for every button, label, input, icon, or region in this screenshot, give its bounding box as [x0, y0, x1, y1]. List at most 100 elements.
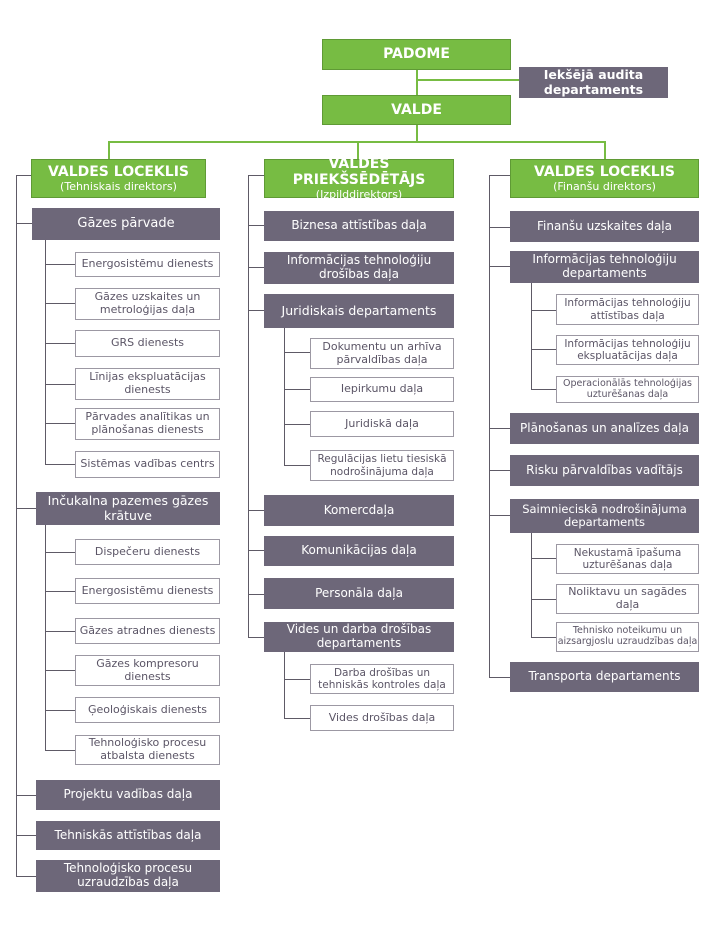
connector [531, 558, 556, 559]
subunit-label: Informācijas tehnoloģiju ekspluatācijas … [564, 337, 691, 362]
unit-box: Informācijas tehnoloģiju drošības daļa [264, 252, 454, 284]
subunit-label: Noliktavu un sagādes daļa [568, 585, 687, 611]
subunit-label: Iepirkumu daļa [340, 382, 424, 396]
connector [16, 876, 36, 877]
connector [416, 79, 520, 81]
subunit-label: Energosistēmu dienests [81, 257, 214, 271]
header-subtitle: (Finanšu direktors) [553, 179, 656, 193]
subunit-label: Dispečeru dienests [94, 544, 201, 558]
unit-label: Personāla daļa [315, 585, 403, 600]
connector [531, 389, 556, 390]
connector [284, 652, 285, 718]
connector [284, 424, 310, 425]
subunit-label: Vides drošības daļa [328, 710, 436, 724]
subunit-box: Nekustamā īpašuma uzturēšanas daļa [556, 544, 699, 574]
connector [16, 795, 36, 796]
connector [45, 264, 75, 265]
subunit-box: Energosistēmu dienests [75, 578, 220, 604]
unit-box: Gāzes pārvade [32, 208, 220, 240]
subunit-label: Gāzes atradnes dienests [79, 623, 216, 637]
connector [45, 552, 75, 553]
connector [416, 124, 418, 142]
unit-label: Inčukalna pazemes gāzes krātuve [47, 493, 209, 523]
subunit-label: Tehnisko noteikumu un aizsargjoslu uzrau… [557, 625, 698, 647]
unit-box: Biznesa attīstības daļa [264, 211, 454, 241]
subunit-box: Regulācijas lietu tiesiskā nodrošinājuma… [310, 450, 454, 481]
connector [45, 343, 75, 344]
unit-label: Juridiskais departaments [281, 302, 437, 318]
unit-box: Vides un darba drošības departaments [264, 622, 454, 652]
connector [489, 175, 510, 176]
connector [284, 328, 285, 465]
unit-box: Juridiskais departaments [264, 294, 454, 328]
unit-box: Finanšu uzskaites daļa [510, 211, 699, 242]
unit-box: Transporta departaments [510, 662, 699, 692]
connector [284, 389, 310, 390]
connector [45, 525, 46, 750]
unit-box: Komercdaļa [264, 495, 454, 526]
header-subtitle: (Tehniskais direktors) [60, 179, 177, 193]
unit-label: Vides un darba drošības departaments [286, 622, 432, 650]
connector [45, 631, 75, 632]
subunit-box: Tehnisko noteikumu un aizsargjoslu uzrau… [556, 622, 699, 652]
subunit-box: Pārvades analītikas un plānošanas dienes… [75, 408, 220, 440]
connector [284, 718, 310, 719]
subunit-label: Ģeoloģiskais dienests [87, 702, 208, 716]
connector [489, 515, 510, 516]
header-title: VALDES LOCEKLIS [47, 163, 189, 180]
subunit-label: Energosistēmu dienests [81, 583, 214, 597]
unit-label: Projektu vadības daļa [63, 787, 193, 802]
connector [16, 508, 36, 509]
column-header-technical: VALDES LOCEKLIS (Tehniskais direktors) [31, 159, 206, 198]
connector [45, 710, 75, 711]
connector [489, 175, 490, 677]
column-header-chairman: VALDES PRIEKŠSĒDĒTĀJS (Izpilddirektors) [264, 155, 454, 200]
connector [248, 594, 264, 595]
connector [248, 637, 264, 638]
connector [489, 428, 510, 429]
connector [284, 679, 310, 680]
connector [45, 750, 75, 751]
header-title: VALDES LOCEKLIS [533, 163, 675, 180]
connector [45, 423, 75, 424]
unit-label: Komunikācijas daļa [301, 543, 417, 558]
connector [45, 303, 75, 304]
connector [16, 835, 36, 836]
unit-box: Risku pārvaldības vadītājs [510, 455, 699, 486]
unit-box: Plānošanas un analīzes daļa [510, 413, 699, 444]
unit-label: Gāzes pārvade [77, 215, 175, 231]
subunit-box: Dokumentu un arhīva pārvaldības daļa [310, 338, 454, 369]
connector [284, 352, 310, 353]
connector [16, 223, 32, 224]
connector [248, 550, 264, 551]
audit-department-box: Iekšējā audita departaments [519, 67, 668, 98]
connector [45, 464, 75, 465]
subunit-label: Sistēmas vadības centrs [80, 457, 215, 471]
padome-box: PADOME [322, 39, 511, 70]
unit-label: Finanšu uzskaites daļa [537, 218, 672, 233]
connector [357, 141, 359, 159]
subunit-box: Vides drošības daļa [310, 705, 454, 731]
subunit-box: Juridiskā daļa [310, 411, 454, 437]
subunit-box: Darba drošības un tehniskās kontroles da… [310, 664, 454, 694]
subunit-box: Informācijas tehnoloģiju attīstības daļa [556, 294, 699, 325]
subunit-box: Gāzes atradnes dienests [75, 618, 220, 644]
connector [248, 267, 264, 268]
unit-box: Saimnieciskā nodrošinājuma departaments [510, 499, 699, 533]
subunit-label: Tehnoloģisko procesu atbalsta dienests [88, 736, 207, 762]
subunit-box: Tehnoloģisko procesu atbalsta dienests [75, 735, 220, 765]
connector [531, 599, 556, 600]
header-title: VALDES PRIEKŠSĒDĒTĀJS [292, 155, 426, 188]
connector [45, 670, 75, 671]
unit-box: Projektu vadības daļa [36, 780, 220, 810]
connector [531, 637, 556, 638]
subunit-box: Ģeoloģiskais dienests [75, 697, 220, 723]
unit-label: Biznesa attīstības daļa [291, 218, 427, 233]
subunit-label: Dokumentu un arhīva pārvaldības daļa [322, 339, 442, 366]
subunit-box: Iepirkumu daļa [310, 377, 454, 402]
connector [489, 470, 510, 471]
subunit-box: Energosistēmu dienests [75, 252, 220, 277]
connector [531, 533, 532, 637]
subunit-label: Gāzes kompresoru dienests [96, 656, 199, 683]
connector [284, 465, 310, 466]
